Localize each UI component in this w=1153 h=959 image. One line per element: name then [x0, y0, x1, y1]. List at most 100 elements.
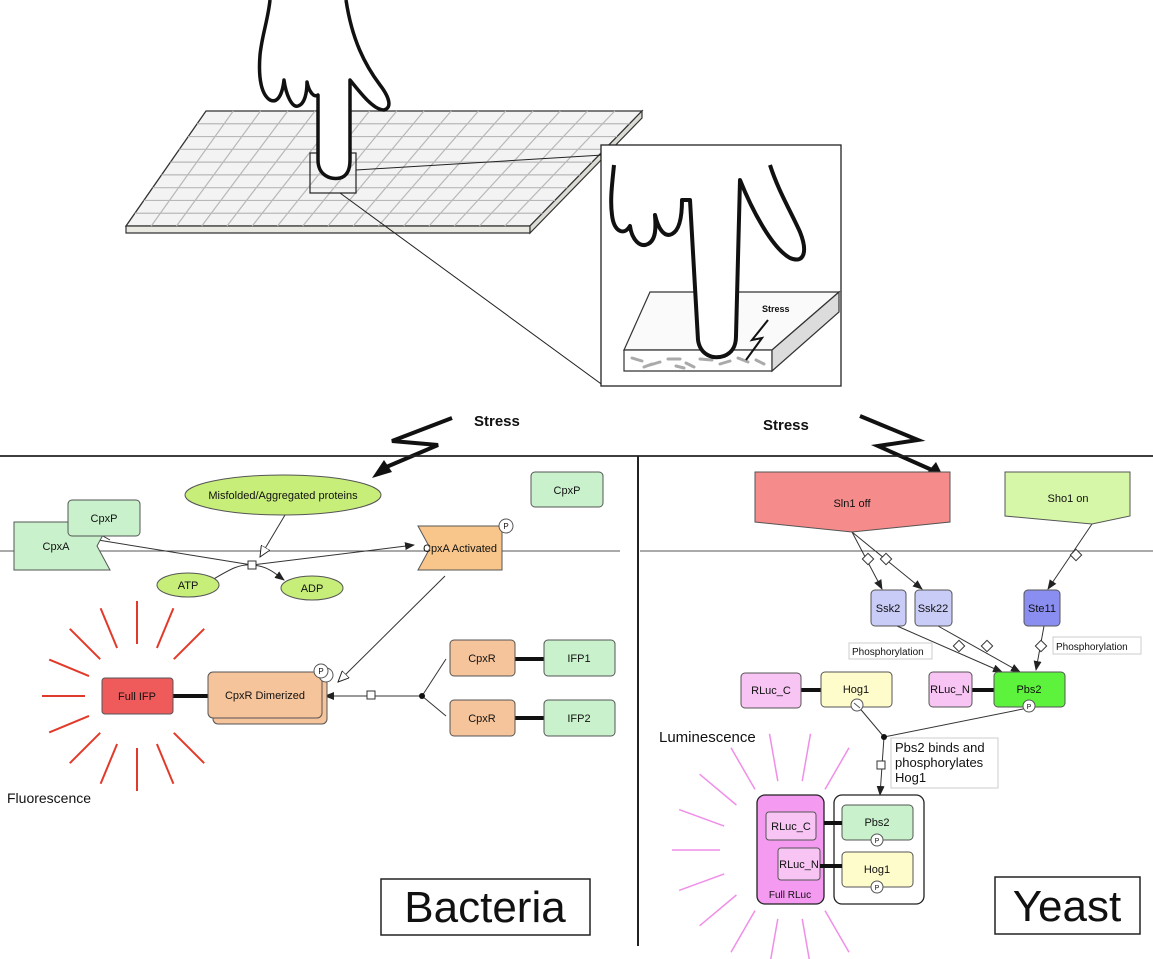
node-cpxa-label: CpxA — [43, 541, 71, 553]
complex-pbs2-label: Pbs2 — [864, 817, 889, 829]
grid-col-line — [150, 110, 234, 227]
bacteria-title-box — [380, 878, 591, 936]
fluorescence-rays — [42, 601, 205, 791]
node-cpxp-top-label: CpxP — [554, 485, 581, 497]
node-cpxr-1-label: CpxR — [468, 653, 496, 665]
grid-col-line — [403, 110, 507, 227]
ray-line — [99, 607, 119, 649]
node-rluc-c-label: RLuc_C — [751, 685, 791, 697]
ray-line — [678, 808, 725, 827]
node-sln1-label: Sln1 off — [833, 498, 871, 510]
fluorescence-label: Fluorescence — [7, 790, 91, 806]
node-misfolded-proteins — [184, 474, 382, 516]
grid-col-line — [428, 110, 534, 227]
node-hog1-label: Hog1 — [843, 684, 869, 696]
binds-note-line-3: Hog1 — [895, 770, 926, 785]
node-ste11 — [1023, 589, 1061, 627]
node-ssk22-label: Ssk22 — [918, 603, 949, 615]
ray-line — [173, 732, 205, 764]
node-rluc-n-label: RLuc_N — [930, 684, 970, 696]
ray-line — [678, 873, 725, 892]
node-ifp1-label: IFP1 — [567, 653, 590, 665]
stress-label-right: Stress — [763, 417, 809, 434]
node-rluc-c — [740, 672, 802, 709]
pointing-hand-icon — [257, 0, 391, 181]
ray-line — [730, 747, 756, 790]
phospho-badge-pbs2-text: P — [1027, 704, 1032, 711]
node-sln1 — [754, 471, 951, 533]
node-ssk2-label: Ssk2 — [876, 603, 900, 615]
phosphorylation-note-left-text: Phosphorylation — [852, 647, 924, 658]
yeast-panel: Sln1 off Sho1 on Ssk2 Ssk22 Ste11 Phosph… — [659, 471, 1142, 959]
grid-col-line — [176, 110, 261, 227]
ray-line — [730, 910, 756, 953]
node-sho1 — [1004, 471, 1131, 525]
node-ssk2 — [870, 589, 907, 627]
ray-line — [699, 894, 737, 927]
grid-col-line — [479, 110, 588, 227]
node-cpxa-activated-label: CpxA Activated — [423, 543, 497, 555]
grid-col-line — [201, 110, 289, 227]
node-cpxp-left-label: CpxP — [91, 513, 118, 525]
stress-bolt-right-icon — [859, 414, 933, 472]
bacteria-title: Bacteria — [404, 883, 566, 932]
node-cpxa-activated — [417, 525, 503, 571]
complex-rluc-c-label: RLuc_C — [771, 821, 811, 833]
node-ste11-label: Ste11 — [1028, 603, 1056, 615]
node-adp — [280, 575, 344, 601]
node-cpxr-2-label: CpxR — [468, 713, 496, 725]
ray-line — [699, 773, 737, 806]
phospho-badge-cpxa — [498, 518, 514, 534]
node-atp — [156, 572, 220, 598]
node-pbs2-label: Pbs2 — [1016, 684, 1041, 696]
bacteria-panel: CpxP CpxA CpxP Misfolded/Aggregated prot… — [7, 471, 616, 936]
touch-grid-illustration: Stress — [124, 0, 842, 387]
node-adp-label: ADP — [301, 583, 324, 595]
node-full-ifp — [101, 677, 174, 715]
luminescence-rays — [672, 733, 850, 959]
ray-line — [770, 918, 779, 959]
grid-col-line — [352, 110, 452, 227]
phospho-badge-complex-hog1: P — [875, 885, 880, 892]
ray-line — [801, 918, 810, 959]
node-ssk22 — [914, 589, 953, 627]
ray-line — [69, 628, 101, 660]
inset-stress-bolt-icon — [745, 319, 769, 361]
ray-line — [824, 910, 850, 953]
node-cpxp-top — [530, 471, 604, 508]
binds-note-line-1: Pbs2 binds and — [895, 740, 985, 755]
node-atp-label: ATP — [178, 580, 199, 592]
node-cpxr-dimerized — [207, 671, 323, 719]
phosphorylation-note-right-text: Phosphorylation — [1056, 642, 1128, 653]
binds-note-box — [890, 737, 999, 789]
phospho-badge-complex-pbs2: P — [875, 838, 880, 845]
binds-note-line-2: phosphorylates — [895, 755, 984, 770]
complex-hog1-label: Hog1 — [864, 864, 890, 876]
ray-line — [48, 714, 90, 734]
sensor-grid-edge — [125, 225, 531, 234]
complex-rluc-n-label: RLuc_N — [779, 859, 819, 871]
grid-col-line — [504, 110, 616, 227]
yeast-title-box — [994, 876, 1141, 935]
node-cpxr-2 — [449, 699, 516, 737]
stress-label-left: Stress — [474, 413, 520, 430]
complex-rluc-c — [765, 811, 817, 841]
ray-line — [824, 747, 850, 790]
phosphorylation-note-left — [848, 642, 933, 660]
node-cpxp-left — [67, 499, 141, 537]
luminescence-label: Luminescence — [659, 729, 756, 746]
ray-line — [768, 733, 779, 782]
node-misfolded-label: Misfolded/Aggregated proteins — [208, 490, 358, 502]
ray-line — [173, 628, 205, 660]
inset-pointing-hand-icon — [609, 164, 807, 360]
yeast-title: Yeast — [1013, 882, 1121, 931]
ray-line — [48, 658, 90, 678]
inset-stress-label: Stress — [762, 304, 790, 314]
phospho-badge-pbs2 — [1022, 699, 1036, 713]
phospho-badge-cpxr — [313, 663, 329, 679]
stress-arrows: Stress Stress — [372, 413, 944, 478]
node-ifp2 — [543, 699, 616, 737]
node-full-ifp-label: Full IFP — [118, 691, 156, 703]
node-cpxr-1 — [449, 639, 516, 677]
